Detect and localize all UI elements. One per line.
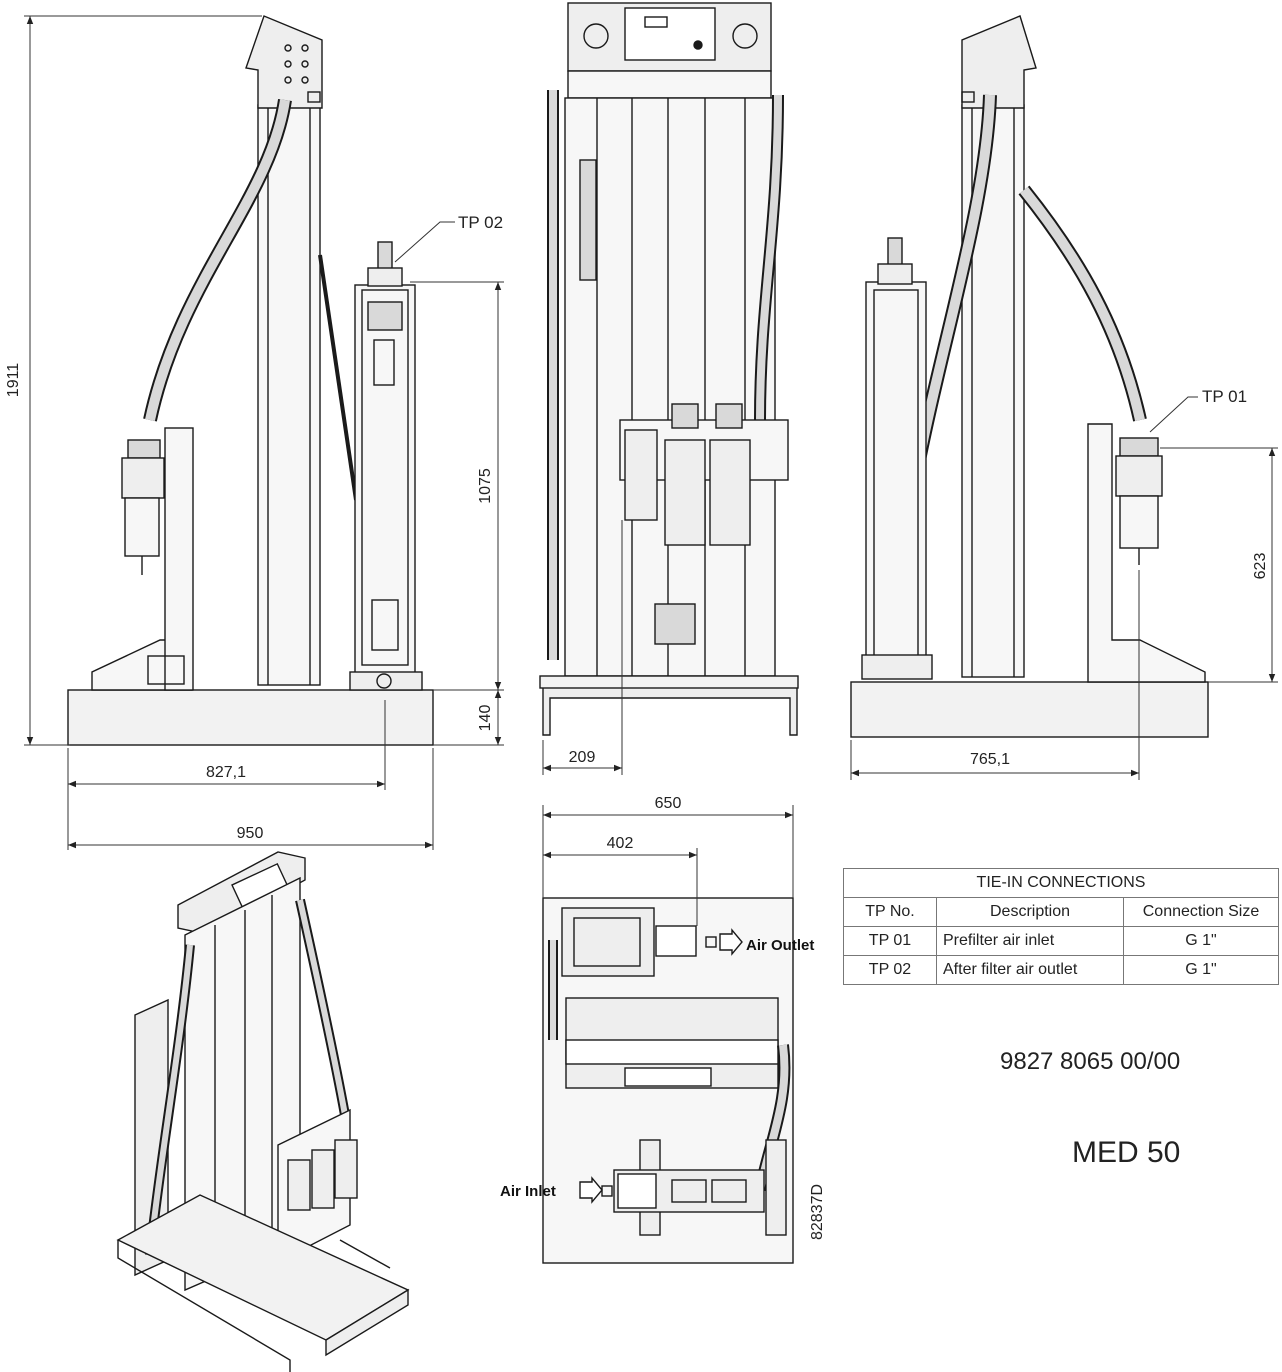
- isometric-view: [116, 851, 410, 1372]
- right-side-view: [850, 15, 1209, 738]
- tie-in-connections-table: TIE-IN CONNECTIONS TP No. Description Co…: [843, 868, 1279, 985]
- cell-tp: TP 02: [843, 955, 937, 985]
- front-view-dimensions: [542, 520, 623, 775]
- left-side-view: [67, 15, 434, 746]
- air-inlet-label: Air Inlet: [500, 1183, 556, 1200]
- top-view: [542, 897, 794, 1264]
- model-name: MED 50: [1072, 1136, 1181, 1169]
- dim-front-offset: 209: [569, 749, 596, 766]
- dim-top-width: 650: [655, 795, 682, 812]
- cell-description: After filter air outlet: [936, 955, 1124, 985]
- top-view-dimensions: [542, 805, 794, 926]
- tp01-callout: TP 01: [1202, 387, 1247, 406]
- cell-tp: TP 01: [843, 926, 937, 956]
- dim-top-outlet-offset: 402: [607, 835, 634, 852]
- dim-tp02-offset: 827,1: [206, 764, 246, 781]
- right-view-dimensions: [850, 396, 1278, 780]
- front-view: [539, 2, 799, 736]
- col-header-size: Connection Size: [1123, 897, 1279, 927]
- drawing-code: 82837D: [809, 1184, 826, 1240]
- cell-size: G 1": [1123, 926, 1279, 956]
- dim-overall-width: 950: [237, 825, 264, 842]
- table-title: TIE-IN CONNECTIONS: [843, 868, 1279, 898]
- col-header-description: Description: [936, 897, 1124, 927]
- dim-total-height: 1911: [5, 363, 22, 398]
- table-header-row: TP No. Description Connection Size: [843, 897, 1279, 927]
- document-number: 9827 8065 00/00: [1000, 1048, 1181, 1075]
- dim-tp01-offset: 765,1: [970, 751, 1010, 768]
- dim-filter-height: 1075: [477, 468, 494, 504]
- table-row: TP 02 After filter air outlet G 1": [843, 955, 1279, 985]
- table-title-row: TIE-IN CONNECTIONS: [843, 868, 1279, 898]
- dim-tp01-height: 623: [1252, 553, 1269, 580]
- dim-base-height: 140: [477, 705, 494, 732]
- table-row: TP 01 Prefilter air inlet G 1": [843, 926, 1279, 956]
- air-outlet-label: Air Outlet: [746, 937, 814, 954]
- cell-size: G 1": [1123, 955, 1279, 985]
- col-header-tp: TP No.: [843, 897, 937, 927]
- tp02-callout: TP 02: [458, 213, 503, 232]
- cell-description: Prefilter air inlet: [936, 926, 1124, 956]
- left-view-dimensions: [24, 15, 504, 850]
